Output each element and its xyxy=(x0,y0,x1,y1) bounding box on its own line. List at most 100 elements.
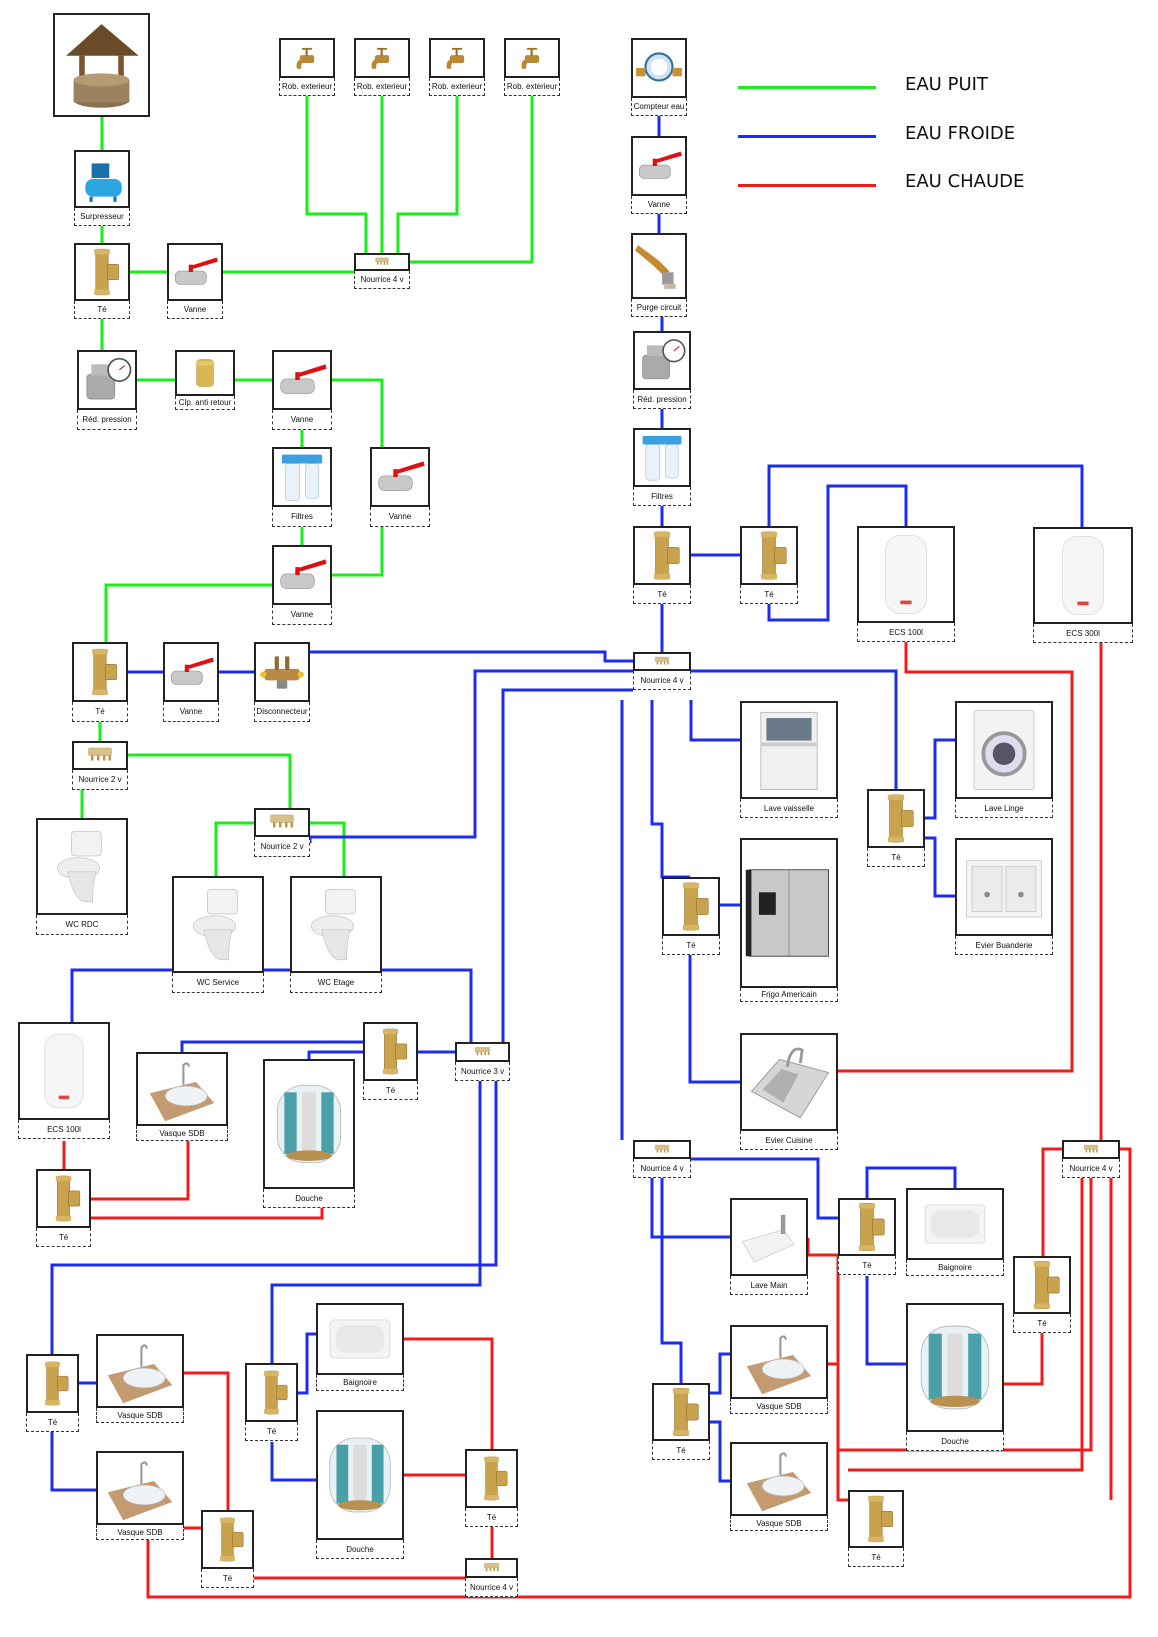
node-label: Vanne xyxy=(272,410,332,430)
pipe-froide xyxy=(50,1062,498,1354)
water-heater-icon xyxy=(1033,527,1133,624)
valve-icon xyxy=(272,350,332,410)
pipe-chaude xyxy=(808,642,1074,1073)
node-label: Douche xyxy=(316,1540,404,1559)
pipe-chaude xyxy=(404,1337,494,1449)
node-ecs100-left: ECS 100l xyxy=(18,1022,110,1139)
manifold-icon xyxy=(72,741,128,770)
node-te-l1: Té xyxy=(363,1022,418,1100)
node-te-b2: Té xyxy=(245,1363,298,1441)
basin-icon xyxy=(96,1334,184,1408)
node-label: Rob. exterieur xyxy=(504,78,560,96)
tee-icon xyxy=(1013,1256,1071,1314)
node-label: Nourrice 2 v xyxy=(72,770,128,790)
node-label: WC Etage xyxy=(290,973,382,993)
node-label: Vanne xyxy=(370,507,430,527)
pipe-froide xyxy=(298,1332,316,1395)
pipe-froide xyxy=(650,1178,730,1239)
node-label: Lave Linge xyxy=(955,799,1053,818)
tee-icon xyxy=(72,642,128,702)
pipe-puit xyxy=(332,378,384,447)
water-heater-icon xyxy=(857,526,955,623)
node-label: Té xyxy=(201,1569,254,1588)
node-label: Nourrice 4 v xyxy=(633,671,691,690)
tee-icon xyxy=(652,1383,710,1441)
node-lave-vaisselle: Lave vaisselle xyxy=(740,701,838,818)
node-label: Vasque SDB xyxy=(96,1408,184,1423)
pipe-froide xyxy=(70,968,473,1042)
node-label: Rob. exterieur xyxy=(354,78,410,96)
pipe-puit xyxy=(410,96,534,264)
node-label: Nourrice 3 v xyxy=(455,1062,510,1081)
manifold-icon xyxy=(455,1042,510,1062)
node-label: Té xyxy=(72,702,128,722)
pipe-puit xyxy=(104,583,272,642)
node-label: Té xyxy=(465,1508,518,1527)
well-icon xyxy=(53,13,150,117)
node-filtres-main: Filtres xyxy=(633,428,691,506)
pipe-froide xyxy=(180,1040,363,1052)
node-label: Vanne xyxy=(163,702,219,722)
node-te-b2-hot: Té xyxy=(465,1449,518,1527)
node-label: Filtres xyxy=(272,507,332,527)
node-label: Réd. pression xyxy=(77,410,137,430)
node-label: Evier Buanderie xyxy=(955,936,1053,955)
node-te-br-hot1: Té xyxy=(1013,1256,1071,1333)
legend-line-froide xyxy=(738,135,876,138)
toilet-icon xyxy=(290,876,382,973)
washing-machine-icon xyxy=(955,701,1053,799)
tee-icon xyxy=(740,526,798,585)
pipe-puit xyxy=(396,96,459,253)
pipe-froide xyxy=(925,738,955,820)
node-label: WC Service xyxy=(172,973,264,993)
pressure-reducer-icon xyxy=(77,350,137,410)
manifold-icon xyxy=(633,652,691,671)
pipe-froide xyxy=(865,1276,906,1366)
node-label: Vasque SDB xyxy=(96,1525,184,1540)
node-label: Clp. anti retour xyxy=(175,396,235,410)
node-label: Vasque SDB xyxy=(136,1126,228,1141)
pipe-froide xyxy=(865,1166,957,1198)
node-label: ECS 100l xyxy=(857,623,955,642)
valve-icon xyxy=(631,136,687,196)
node-label: Té xyxy=(26,1413,79,1432)
pipe-chaude xyxy=(91,1126,190,1201)
node-nourrice-ext: Nourrice 4 v xyxy=(354,253,410,289)
bathtub-icon xyxy=(316,1303,404,1375)
pipe-froide xyxy=(688,955,740,1084)
pipe-chaude xyxy=(828,1362,848,1502)
node-label: Té xyxy=(74,301,130,319)
double-sink-icon xyxy=(955,838,1053,936)
manifold-icon xyxy=(633,1140,691,1159)
node-wc-service: WC Service xyxy=(172,876,264,993)
node-puit xyxy=(53,13,150,117)
node-vanne-main: Vanne xyxy=(631,136,687,214)
valve-icon xyxy=(370,447,430,507)
tee-icon xyxy=(848,1490,904,1548)
node-label: Douche xyxy=(906,1432,1004,1451)
pipe-chaude xyxy=(1004,1333,1044,1386)
node-label: Evier Cuisine xyxy=(740,1131,838,1150)
node-lave-linge: Lave Linge xyxy=(955,701,1053,818)
pipe-puit xyxy=(332,527,384,577)
node-label: Purge circuit xyxy=(631,299,687,317)
node-te-buand: Té xyxy=(867,789,925,867)
fridge-icon xyxy=(740,838,838,988)
pipe-puit xyxy=(214,821,262,876)
node-rob2: Rob. exterieur xyxy=(354,38,410,96)
pipe-froide xyxy=(689,700,740,742)
node-te-b1: Té xyxy=(26,1354,79,1432)
node-vasque-b2: Vasque SDB xyxy=(96,1451,184,1540)
pipe-froide xyxy=(501,688,633,1042)
node-baignoire-br: Baignoire xyxy=(906,1188,1004,1276)
node-compteur: Compteur eau xyxy=(631,38,687,116)
node-label: Vasque SDB xyxy=(730,1399,828,1414)
pipe-chaude xyxy=(184,1371,230,1510)
node-nourrice2-b: Nourrice 2 v xyxy=(254,808,310,857)
legend-label-froide: EAU FROIDE xyxy=(905,123,1016,144)
node-label: Té xyxy=(1013,1314,1071,1333)
water-meter-icon xyxy=(631,38,687,98)
node-red-main: Réd. pression xyxy=(633,331,691,409)
node-douche-br: Douche xyxy=(906,1303,1004,1451)
pipe-froide xyxy=(767,484,908,622)
